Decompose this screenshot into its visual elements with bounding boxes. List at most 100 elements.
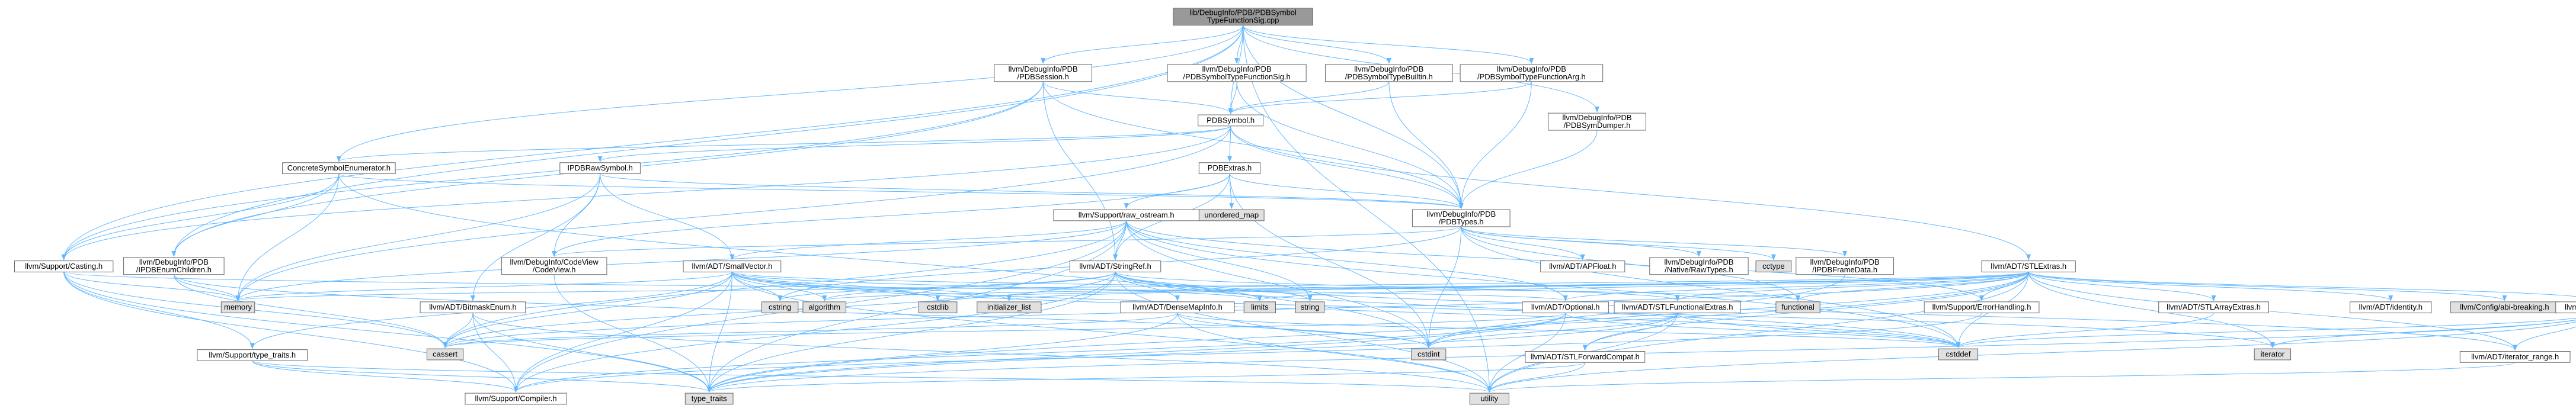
node-session[interactable]: llvm/DebugInfo/PDB/PDBSession.h	[994, 64, 1093, 82]
node-rawsymbol[interactable]: IPDBRawSymbol.h	[559, 162, 641, 175]
edge-stlfunctional-to-stlforward	[1582, 313, 1678, 351]
node-funcsigh-box	[1167, 64, 1307, 82]
edge-stlextras-to-optional	[1563, 271, 2029, 301]
edge-pdbtypes-to-codeview	[552, 226, 1462, 257]
node-densemapinfo[interactable]: llvm/ADT/DenseMapInfo.h	[1120, 301, 1235, 314]
node-string: string	[1295, 301, 1325, 314]
edge-casting-to-type_traits	[63, 272, 712, 393]
node-enumchildren-box	[123, 257, 225, 275]
edge-stlextras-to-errorhandling	[1979, 272, 2029, 301]
node-initializer_list-label-0: initializer_list	[987, 303, 1031, 311]
edge-stlextras-to-stlfunctional	[1675, 271, 2029, 301]
node-cassert-label-0: cassert	[433, 350, 457, 359]
node-initializer_list: initializer_list	[977, 301, 1042, 314]
edge-stringref-to-cstring	[777, 271, 1116, 301]
edge-stlforward-to-type_traits	[707, 362, 1586, 393]
node-stlarray-label-0: llvm/ADT/STLArrayExtras.h	[2167, 303, 2261, 311]
node-funcsigh-label-0: llvm/DebugInfo/PDB	[1202, 65, 1272, 73]
edge-errorhandling-to-compiler	[513, 313, 1982, 393]
node-stlextras-box	[1981, 260, 2076, 272]
node-enumchildren-label-0: llvm/DebugInfo/PDB	[139, 258, 209, 266]
node-stlfunctional[interactable]: llvm/ADT/STLFunctionalExtras.h	[1614, 301, 1741, 314]
edge-session-to-casting	[61, 81, 1044, 260]
node-stlfunctional-box	[1614, 301, 1741, 314]
edge-root-to-enumchildren	[171, 25, 1244, 257]
node-funcarg[interactable]: llvm/DebugInfo/PDB/PDBSymbolTypeFunction…	[1460, 64, 1604, 82]
node-framedata-label-1: /IPDBFrameData.h	[1812, 265, 1877, 274]
node-errorhandling-box	[1924, 301, 2040, 314]
node-compiler-box	[465, 393, 567, 405]
edge-pdbsymbol-to-rawsymbol	[597, 126, 1231, 162]
edge-smallvector-to-algorithm	[731, 272, 827, 301]
node-apfloat-label-0: llvm/ADT/APFloat.h	[1549, 262, 1616, 271]
node-concrete-label-0: ConcreteSymbolEnumerator.h	[287, 163, 391, 172]
node-cstring-label-0: cstring	[769, 303, 791, 311]
edge-smallvector-to-limits	[731, 271, 1262, 301]
node-stlarray[interactable]: llvm/ADT/STLArrayExtras.h	[2158, 301, 2269, 314]
edge-builtin-to-pdbtypes	[1388, 81, 1464, 210]
node-apfloat[interactable]: llvm/ADT/APFloat.h	[1540, 260, 1625, 272]
node-typetraitsh[interactable]: llvm/Support/type_traits.h	[197, 349, 308, 361]
edge-densemapinfo-to-cassert	[443, 313, 1178, 349]
node-iteratorh[interactable]: llvm/ADT/iterator.h	[2555, 301, 2576, 314]
edge-root-to-casting	[61, 25, 1244, 260]
node-errorhandling[interactable]: llvm/Support/ErrorHandling.h	[1924, 301, 2040, 314]
node-cstring: cstring	[761, 301, 799, 314]
node-unordered_map-label-0: unordered_map	[1204, 210, 1259, 219]
node-concrete[interactable]: ConcreteSymbolEnumerator.h	[282, 162, 396, 175]
node-dumper-label-0: llvm/DebugInfo/PDB	[1562, 113, 1631, 122]
edge-casting-to-memory	[63, 272, 241, 301]
edge-bitmaskenum-to-cassert	[443, 313, 473, 349]
node-iteratorrange[interactable]: llvm/ADT/iterator_range.h	[2459, 350, 2571, 363]
edge-stlextras-to-iterator	[2028, 272, 2275, 349]
node-pdbtypes-label-0: llvm/DebugInfo/PDB	[1426, 210, 1496, 218]
node-enumchildren[interactable]: llvm/DebugInfo/PDB/IPDBEnumChildren.h	[123, 257, 225, 275]
node-nativeraw[interactable]: llvm/DebugInfo/PDB/Native/RawTypes.h	[1649, 257, 1749, 275]
node-compiler[interactable]: llvm/Support/Compiler.h	[465, 393, 567, 405]
edge-pdbsymbol-to-concrete	[337, 126, 1231, 162]
edge-pdbtypes-to-cctype	[1461, 226, 1776, 260]
node-funcsigh[interactable]: llvm/DebugInfo/PDB/PDBSymbolTypeFunction…	[1167, 64, 1307, 82]
node-stlforward[interactable]: llvm/ADT/STLForwardCompat.h	[1525, 350, 1646, 363]
edge-builtin-to-pdbsymbol	[1228, 81, 1390, 115]
node-iteratorh-box	[2555, 301, 2576, 314]
node-smallvector[interactable]: llvm/ADT/SmallVector.h	[683, 260, 782, 272]
edge-typetraitsh-to-utility	[252, 360, 1492, 393]
node-pdbextras[interactable]: PDBExtras.h	[1198, 162, 1261, 175]
edge-stlextras-to-memory	[236, 271, 2029, 301]
node-stlfunctional-label-0: llvm/ADT/STLFunctionalExtras.h	[1622, 303, 1733, 311]
node-dumper[interactable]: llvm/DebugInfo/PDB/PDBSymDumper.h	[1548, 112, 1646, 131]
node-identity[interactable]: llvm/ADT/identity.h	[2350, 301, 2432, 314]
edge-iteratorh-to-utility	[1487, 321, 2576, 393]
node-codeview[interactable]: llvm/DebugInfo/CodeView/CodeView.h	[501, 257, 607, 275]
node-optional[interactable]: llvm/ADT/Optional.h	[1522, 301, 1609, 314]
edge-stlextras-to-cassert	[443, 272, 2029, 349]
node-type_traits-box	[684, 393, 734, 405]
node-pdbextras-label-0: PDBExtras.h	[1208, 163, 1252, 172]
node-framedata[interactable]: llvm/DebugInfo/PDB/IPDBFrameData.h	[1796, 257, 1895, 275]
edge-enumchildren-to-cstdint	[173, 274, 1431, 349]
node-bitmaskenum[interactable]: llvm/ADT/BitmaskEnum.h	[420, 301, 526, 314]
node-pdbsymbol[interactable]: PDBSymbol.h	[1198, 114, 1264, 127]
node-pdbtypes[interactable]: llvm/DebugInfo/PDB/PDBTypes.h	[1412, 209, 1511, 227]
node-cstdint-box	[1411, 348, 1447, 361]
node-casting[interactable]: llvm/Support/Casting.h	[14, 260, 114, 272]
edge-pdbextras-to-pdbtypes	[1229, 173, 1464, 210]
edge-root-to-concrete	[336, 25, 1244, 162]
edge-pdbsymbol-to-casting	[61, 126, 1231, 260]
edge-pdbextras-to-raw_ostream	[1124, 173, 1230, 210]
node-cstddef-label-0: cstddef	[1946, 350, 1971, 359]
node-session-label-0: llvm/DebugInfo/PDB	[1009, 65, 1078, 73]
node-stlextras[interactable]: llvm/ADT/STLExtras.h	[1981, 260, 2076, 272]
edge-stringref-to-stlfunctional	[1115, 271, 1680, 301]
node-algorithm-label-0: algorithm	[809, 303, 840, 311]
edge-root-to-session	[1041, 25, 1244, 64]
node-codeview-label-0: llvm/DebugInfo/CodeView	[510, 258, 599, 266]
node-type_traits: type_traits	[684, 393, 734, 405]
node-builtin[interactable]: llvm/DebugInfo/PDB/PDBSymbolTypeBuiltin.…	[1324, 64, 1453, 82]
edge-raw_ostream-to-cstddef	[1126, 220, 1961, 349]
edge-pdbtypes-to-apfloat	[1461, 226, 1585, 260]
node-raw_ostream[interactable]: llvm/Support/raw_ostream.h	[1053, 209, 1199, 221]
node-stringref[interactable]: llvm/ADT/StringRef.h	[1069, 260, 1161, 272]
